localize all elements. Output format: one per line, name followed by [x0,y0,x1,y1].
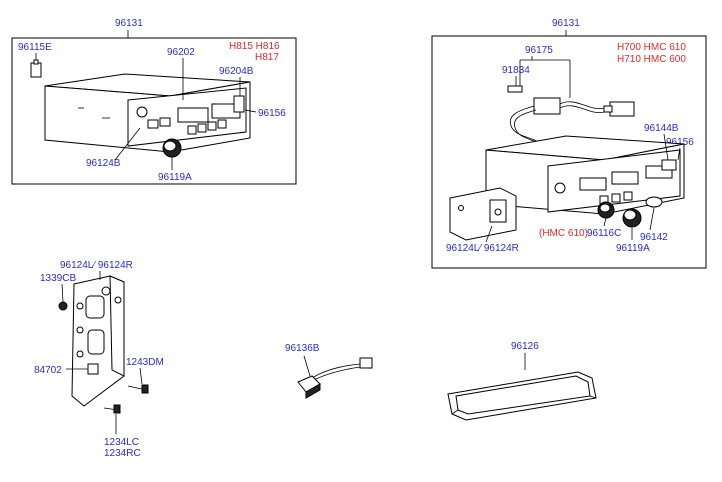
label-96126: 96126 [511,341,539,352]
label-1234LC: 1234LC [104,437,139,448]
nut-84702 [87,363,99,375]
left-box-frame [11,37,297,185]
variant-line-1: H815 H816 [229,41,280,52]
label-96156-right: 96156 [666,137,694,148]
fuse-holder-part [30,53,42,78]
label-96175: 96175 [525,45,553,56]
label-96124B: 96124B [86,158,121,169]
label-96119A: 96119A [158,172,192,183]
label-84702: 84702 [34,365,62,376]
label-96116C: 96116C [587,228,621,239]
screw-1234LC [103,404,121,414]
left-box-leaders [114,58,257,170]
label-96204B: 96204B [219,66,254,77]
screw-1243DM [127,384,149,394]
right-box-frame [431,35,707,269]
label-1234RC: 1234RC [104,448,141,459]
side-bracket-right [449,187,517,241]
label-96142: 96142 [640,232,668,243]
label-96124L-bracket: 96124L⁄ 96124R [60,260,133,271]
variant-line-1-right: H700 HMC 610 [617,42,686,53]
bracket-leaders [61,271,143,434]
variant-line-2-right: H710 HMC 600 [617,54,686,65]
label-1243DM: 1243DM [126,357,164,368]
knob-96116C [597,201,615,219]
bolt-1339CB [58,301,68,311]
knob-96119A [622,208,642,228]
label-96136B: 96136B [285,343,320,354]
bezel-96126 [447,371,597,421]
variant-line-2: H817 [255,52,279,63]
label-96124L-right: 96124L⁄ 96124R [446,243,519,254]
right-box-leaders [485,133,681,243]
label-96144B: 96144B [644,123,679,134]
label-96202: 96202 [167,47,195,58]
tuning-knob-left [162,138,182,158]
cap-96142 [645,196,663,208]
mounting-bracket [71,275,125,407]
left-box-top-label: 96131 [115,18,143,29]
label-1339CB: 1339CB [40,273,76,284]
note-hmc-610: (HMC 610) [539,228,588,239]
label-96115E: 96115E [18,42,52,53]
radio-unit-left [44,73,251,153]
right-box-top-label: 96131 [552,18,580,29]
label-96156: 96156 [258,108,286,119]
connector-96136B [297,355,373,399]
label-91834: 91834 [502,65,530,76]
label-96119A-right: 96119A [616,243,650,254]
radio-unit-right [485,135,685,215]
